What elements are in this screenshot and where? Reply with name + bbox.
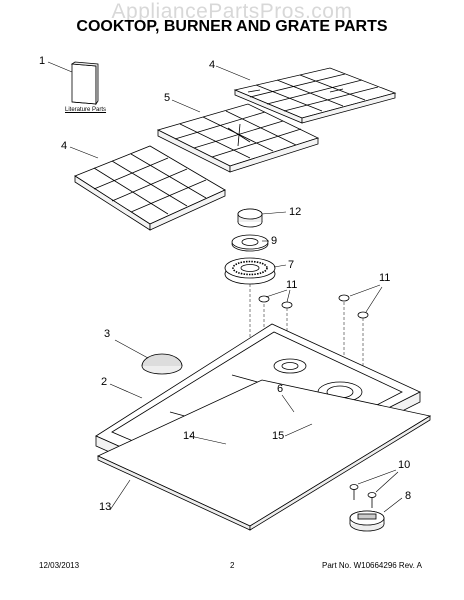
callout-15: 15 [272,430,285,442]
footer-part-number: Part No. W10664296 Rev. A [322,561,422,570]
grate-left [74,145,226,231]
callout-4-top: 4 [209,59,216,71]
callout-12: 12 [289,206,302,218]
watermark: AppliancePartsPros.com [111,0,353,23]
igniter-8 [349,510,385,532]
callout-14: 14 [183,430,196,442]
callout-9: 9 [271,235,278,247]
page-title: COOKTOP, BURNER AND GRATE PARTS [76,18,388,35]
leader-lines [47,61,403,513]
grate-center [156,103,320,173]
screws-10 [349,484,377,508]
callout-11-left: 11 [286,279,298,291]
callout-11-right: 11 [379,272,391,284]
callout-1: 1 [39,55,46,67]
callout-2: 2 [101,376,108,388]
callout-6: 6 [277,383,284,395]
callout-3: 3 [104,328,111,340]
literature-parts-label: Literature Parts [65,107,107,113]
callout-4-left: 4 [61,140,68,152]
grommets-11 [258,294,369,319]
literature-booklet [70,61,99,106]
burner-cap-12 [237,208,263,228]
footer-page-number: 2 [230,561,235,570]
burner-head-9 [231,234,269,252]
cooktop-gasket [97,379,432,531]
callout-13: 13 [99,501,112,513]
callout-10: 10 [398,459,411,471]
callout-5: 5 [164,92,171,104]
burner-cap-3 [141,353,183,375]
burner-base-7 [224,257,276,285]
callout-8: 8 [405,490,412,502]
grate-right [233,67,397,124]
footer-date: 12/03/2013 [39,561,80,570]
callout-7: 7 [288,259,295,271]
